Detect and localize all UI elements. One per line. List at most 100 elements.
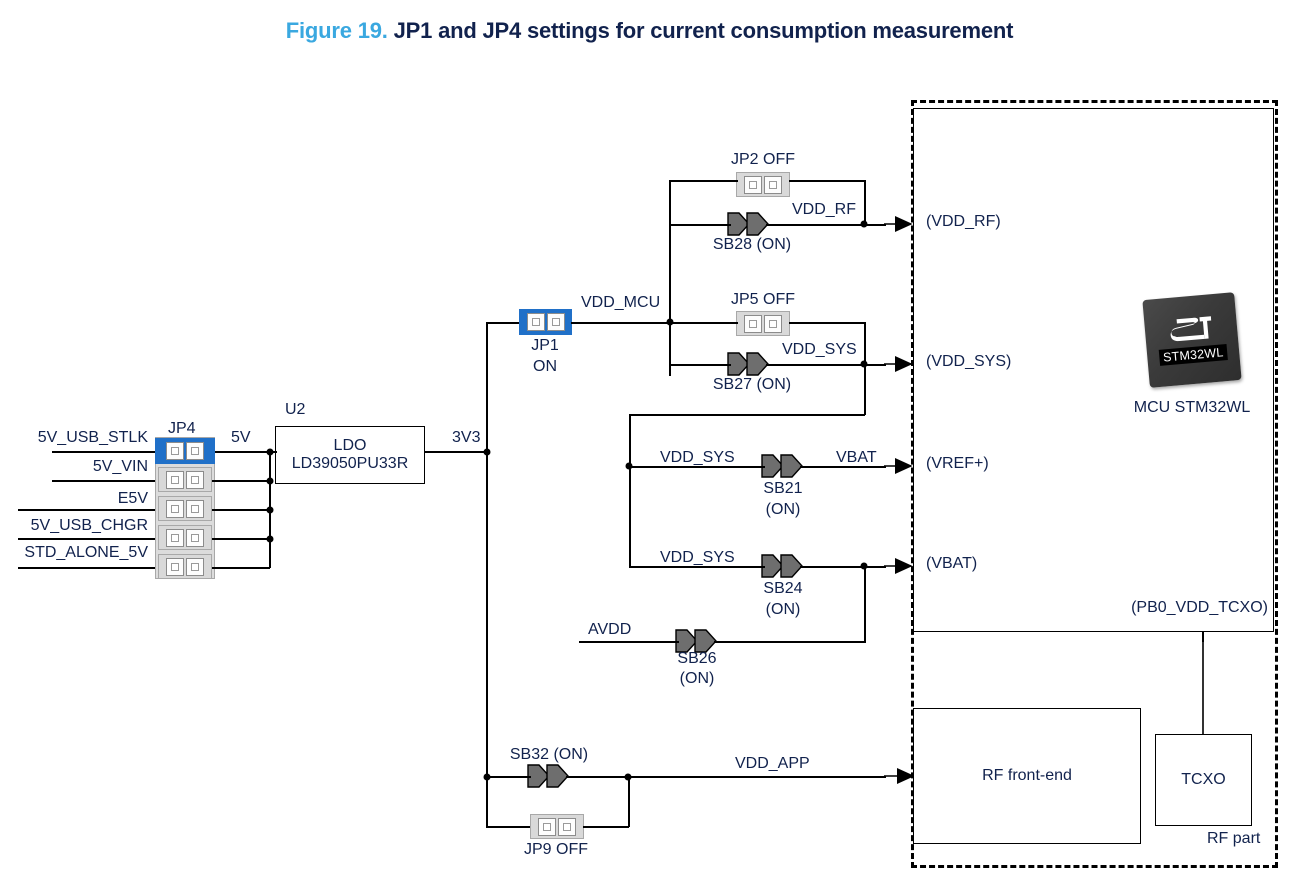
ldo-block: LDO LD39050PU33R [275,426,425,484]
pin [558,817,576,836]
mcu-pin-vbat: (VBAT) [926,555,978,572]
wire-sb27-right [766,364,886,366]
solder-bridge-sb28 [727,212,769,236]
pin [744,175,762,194]
wire-jp2-to-vddrf [864,180,866,225]
tcxo-label: TCXO [1181,771,1226,788]
input-label-5v-usb-stlk: 5V_USB_STLK [37,429,148,446]
pin [538,817,556,836]
wire-5v-to-ldo [269,451,277,453]
solder-bridge-sb28-label: SB28 (ON) [712,236,792,253]
node-5v-4 [266,535,274,543]
wire-jp9-left-h [486,826,531,828]
net-label-vdd-mcu: VDD_MCU [581,294,661,311]
solder-bridge-sb21 [761,454,803,478]
wire-vddmcu-up [669,180,671,322]
wire-jp2-right [789,180,865,182]
connector-jp4-row-4[interactable] [158,525,212,550]
node-vddsys-sb21 [625,462,633,470]
wire-jp9-right-h [583,826,629,828]
jumper-jp1-state: ON [533,358,557,375]
solder-bridge-sb21-label: SB21 [763,480,803,497]
input-label-5v-usb-chgr: 5V_USB_CHGR [30,517,148,534]
wire-in-5 [18,567,156,569]
node-5v-3 [266,506,274,514]
wire-vddmcu-down [669,322,671,376]
solder-bridge-sb24-state: (ON) [765,601,801,618]
jumper-jp9-label: JP9 OFF [523,841,589,858]
wire-3v3-bus [486,322,488,777]
jumper-jp5[interactable] [736,311,790,336]
wire-jp4-out-4 [212,538,270,540]
net-label-5v: 5V [231,429,251,446]
pin [526,313,545,331]
rf-part-boundary [911,100,1278,868]
ldo-line2: LD39050PU33R [291,455,409,472]
wire-jp4-out-2 [212,480,270,482]
connector-jp4-row-5[interactable] [158,554,212,579]
wire-sb21-left [629,466,765,468]
net-label-vdd-sys-2: VDD_SYS [660,449,735,466]
pin [764,314,782,333]
wire-sb32-left [486,776,531,778]
rf-front-end-label: RF front-end [982,767,1072,784]
wire-jp4-out-1 [215,451,270,453]
net-label-3v3: 3V3 [452,429,481,446]
wire-jp9-left-v [486,776,488,827]
pin [166,499,184,518]
rf-front-end-block: RF front-end [913,708,1141,844]
solder-bridge-sb26 [675,629,717,653]
st-logo-icon [1170,316,1212,342]
wire-in-4 [18,538,156,540]
mcu-chip-graphic: STM32WL [1142,292,1242,388]
pin [166,442,184,460]
wire-jp5-left [669,322,738,324]
wire-vddsys-across [629,414,865,416]
connector-jp4-label: JP4 [168,420,196,437]
mcu-caption: MCU STM32WL [1133,399,1251,416]
wire-jp5-right [789,322,865,324]
solder-bridge-sb26-label: SB26 [677,650,717,667]
mcu-pin-vdd-rf: (VDD_RF) [926,213,1001,230]
jumper-jp9[interactable] [530,814,584,839]
wire-jp4-out-3 [212,509,270,511]
jumper-jp2[interactable] [736,172,790,197]
input-label-std-alone-5v: STD_ALONE_5V [24,544,148,561]
wire-vddsys-bus [629,414,631,567]
pin [764,175,782,194]
wire-tcxo-feed [1202,632,1204,642]
wire-jp1-to-vddmcu [571,322,670,324]
wire-vddsys-drop [864,364,866,415]
net-label-vdd-sys: VDD_SYS [782,341,857,358]
wire-3v3-to-jp1 [486,322,520,324]
wire-sb24-right [800,566,886,568]
wire-sb27-left [669,364,731,366]
jumper-jp1[interactable] [519,309,572,335]
figure-number: Figure 19. [285,18,388,43]
solder-bridge-sb26-state: (ON) [679,670,715,687]
node-5v-2 [266,477,274,485]
pin [744,314,762,333]
wire-in-3 [18,509,156,511]
wire-jp5-to-vddsys [864,322,866,366]
wire-sb24-left [629,566,765,568]
jumper-jp2-label: JP2 OFF [730,151,796,168]
connector-jp4-row-2[interactable] [158,467,212,492]
wire-in-1 [52,451,156,453]
connector-jp4-row-1[interactable] [155,438,215,464]
ldo-refdes: U2 [285,401,306,418]
net-label-avdd: AVDD [588,621,632,638]
mcu-pin-vref: (VREF+) [926,455,989,472]
mcu-pin-pb0-vdd-tcxo: (PB0_VDD_TCXO) [1131,599,1268,616]
solder-bridge-sb27-label: SB27 (ON) [712,376,792,393]
net-label-vbat: VBAT [836,449,877,466]
solder-bridge-sb24 [761,554,803,578]
solder-bridge-sb24-label: SB24 [763,580,803,597]
mcu-chip-label: STM32WL [1158,343,1229,366]
connector-jp4-row-3[interactable] [158,496,212,521]
input-label-5v-vin: 5V_VIN [92,458,148,475]
wire-sb28-left [669,224,731,226]
net-label-vdd-app: VDD_APP [735,755,810,772]
ldo-line1: LDO [333,437,367,454]
